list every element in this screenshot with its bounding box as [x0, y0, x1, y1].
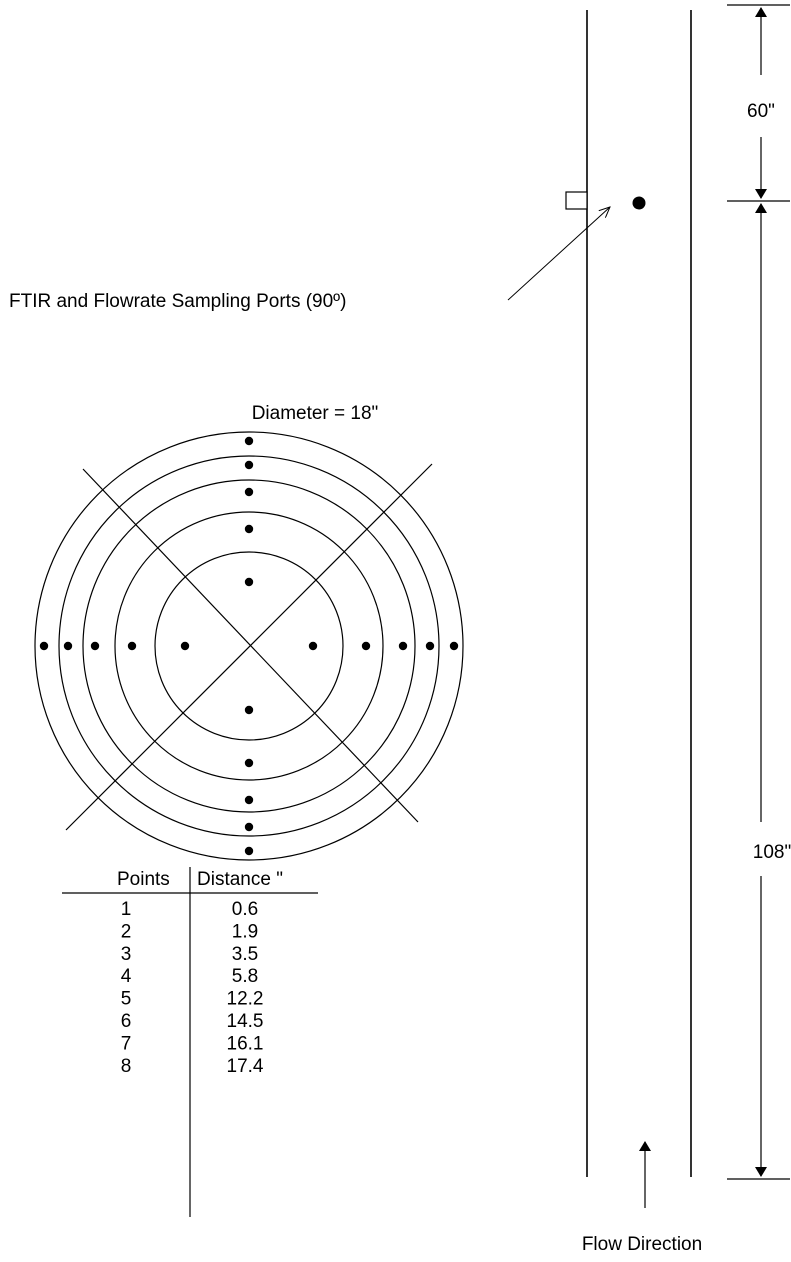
- table-cell-distance: 1.9: [232, 921, 258, 942]
- table-header-points: Points: [117, 869, 170, 890]
- traverse-point: [308, 641, 318, 651]
- traverse-point: [244, 487, 254, 497]
- diameter-label: Diameter = 18": [252, 403, 379, 424]
- table-cell-distance: 14.5: [227, 1011, 264, 1032]
- traverse-points: [39, 436, 459, 856]
- ring-5: [154, 551, 344, 741]
- table-cell-point: 3: [121, 944, 132, 965]
- table-cell-distance: 17.4: [227, 1056, 264, 1077]
- diagonal-traverse-2: [65, 463, 433, 831]
- table-rows: 1 0.6 2 1.9 3 3.5 4 5.8 5 12.2 6 14.5 7 16.1 8 17.4: [121, 899, 264, 1077]
- traverse-point: [127, 641, 137, 651]
- ring-4: [114, 511, 384, 781]
- traverse-point: [244, 795, 254, 805]
- traverse-point: [244, 460, 254, 470]
- traverse-point: [90, 641, 100, 651]
- dimension-60-label: 60": [747, 101, 775, 122]
- traverse-point: [244, 577, 254, 587]
- traverse-point: [39, 641, 49, 651]
- sampling-port-dot: [632, 196, 646, 210]
- table-cell-point: 7: [121, 1033, 132, 1054]
- dimension-108-label: 108": [753, 842, 791, 863]
- traverse-point: [244, 524, 254, 534]
- ring-2: [58, 455, 440, 837]
- flow-direction-label: Flow Direction: [582, 1234, 702, 1255]
- port-label: FTIR and Flowrate Sampling Ports (90º): [9, 291, 346, 312]
- traverse-point: [361, 641, 371, 651]
- table-cell-distance: 12.2: [227, 989, 264, 1010]
- traverse-point: [244, 758, 254, 768]
- traverse-point: [425, 641, 435, 651]
- traverse-point: [244, 846, 254, 856]
- table-cell-distance: 3.5: [232, 944, 258, 965]
- traverse-point: [63, 641, 73, 651]
- sampling-port-box: [565, 191, 588, 210]
- traverse-point: [244, 436, 254, 446]
- cross-section: [34, 431, 464, 861]
- table-cell-point: 6: [121, 1011, 132, 1032]
- table-cell-point: 2: [121, 921, 132, 942]
- table-cell-point: 5: [121, 989, 132, 1010]
- table-cell-distance: 5.8: [232, 966, 258, 987]
- traverse-point: [180, 641, 190, 651]
- traverse-point: [244, 822, 254, 832]
- table-cell-distance: 0.6: [232, 899, 258, 920]
- port-leader-arrow: [507, 207, 610, 301]
- table-cell-distance: 16.1: [227, 1033, 264, 1054]
- traverse-table: Points Distance " 1 0.6 2 1.9 3 3.5 4 5.8 5 12.2 6…: [62, 867, 318, 1217]
- table-cell-point: 8: [121, 1056, 132, 1077]
- table-header-distance: Distance ": [197, 869, 283, 890]
- table-cell-point: 1: [121, 899, 132, 920]
- table-cell-point: 4: [121, 966, 132, 987]
- ring-3: [82, 479, 416, 813]
- traverse-point: [449, 641, 459, 651]
- traverse-point: [398, 641, 408, 651]
- traverse-point: [244, 705, 254, 715]
- ring-1: [34, 431, 464, 861]
